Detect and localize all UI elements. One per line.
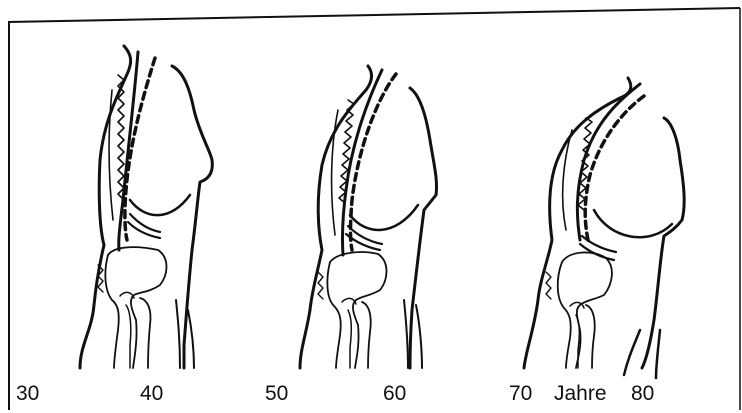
age-label-30: 30 xyxy=(16,383,39,404)
posture-figure-30-40 xyxy=(80,46,212,368)
age-label-50: 50 xyxy=(265,383,288,404)
age-label-40: 40 xyxy=(140,383,163,404)
age-label-70: 70 xyxy=(509,383,532,404)
jahre-label: Jahre xyxy=(554,383,607,404)
posture-figure-50-60 xyxy=(300,66,437,368)
age-label-60: 60 xyxy=(383,383,406,404)
posture-figure-70-80 xyxy=(524,78,684,378)
age-label-80: 80 xyxy=(631,383,654,404)
